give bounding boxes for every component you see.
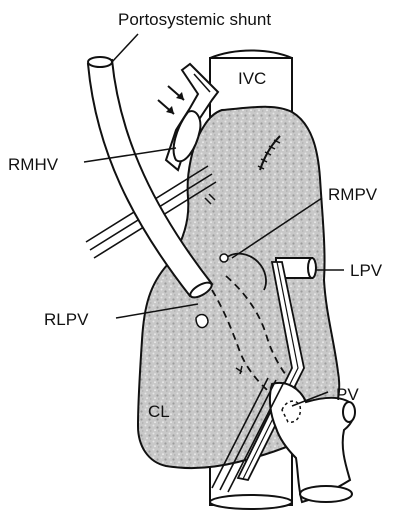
label-lpv: LPV xyxy=(350,261,383,280)
rlpv-stump xyxy=(196,315,208,328)
lpv-opening xyxy=(308,258,316,278)
shunt-opening xyxy=(88,57,112,67)
label-pv: PV xyxy=(336,385,359,404)
label-portosystemic-shunt: Portosystemic shunt xyxy=(118,10,271,29)
leader-portosystemic-shunt xyxy=(112,34,138,62)
ivc-bottom-opening xyxy=(210,495,292,509)
pv-bottom-opening xyxy=(300,486,352,502)
rmpv-stump xyxy=(220,254,228,262)
pv-top-opening xyxy=(343,402,355,422)
ivc-top-rim xyxy=(210,51,292,59)
label-rmpv: RMPV xyxy=(328,185,378,204)
label-cl: CL xyxy=(148,402,170,421)
label-ivc: IVC xyxy=(238,69,266,88)
label-rmhv: RMHV xyxy=(8,155,59,174)
label-rlpv: RLPV xyxy=(44,310,89,329)
